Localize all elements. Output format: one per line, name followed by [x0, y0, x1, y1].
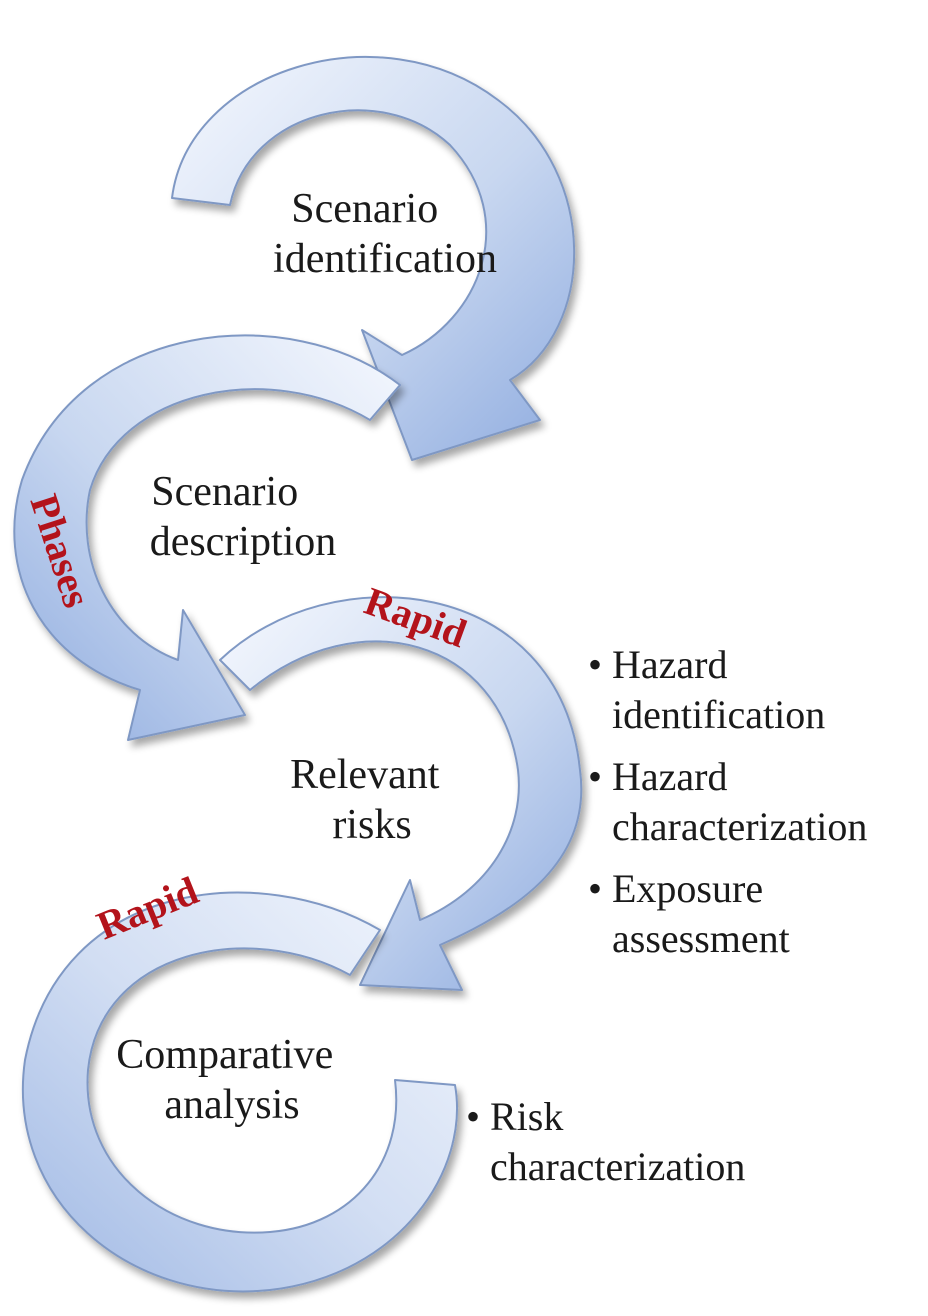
- cycle-arrow-1: [171, 56, 576, 461]
- cycle-arrow-3: [219, 596, 583, 991]
- risk-steps-list: • Hazard identification • Hazard charact…: [588, 642, 867, 961]
- list-item-exposure-assessment: • Exposure assessment: [588, 866, 790, 961]
- stage-label-relevant-risks: Relevant risks: [290, 752, 450, 848]
- list-item-risk-characterization: • Risk characterization: [466, 1094, 745, 1189]
- cycle-arrow-4: [22, 891, 458, 1293]
- stage-label-scenario-identification: Scenario identification: [273, 186, 497, 282]
- cycle-arrow-2: [13, 334, 401, 741]
- list-item-hazard-characterization: • Hazard characterization: [588, 754, 867, 849]
- stage-label-scenario-description: Scenario description: [150, 469, 337, 565]
- list-item-hazard-identification: • Hazard identification: [588, 642, 825, 737]
- analysis-steps-list: • Risk characterization: [466, 1094, 745, 1189]
- stage-label-comparative-analysis: Comparative analysis: [116, 1032, 343, 1128]
